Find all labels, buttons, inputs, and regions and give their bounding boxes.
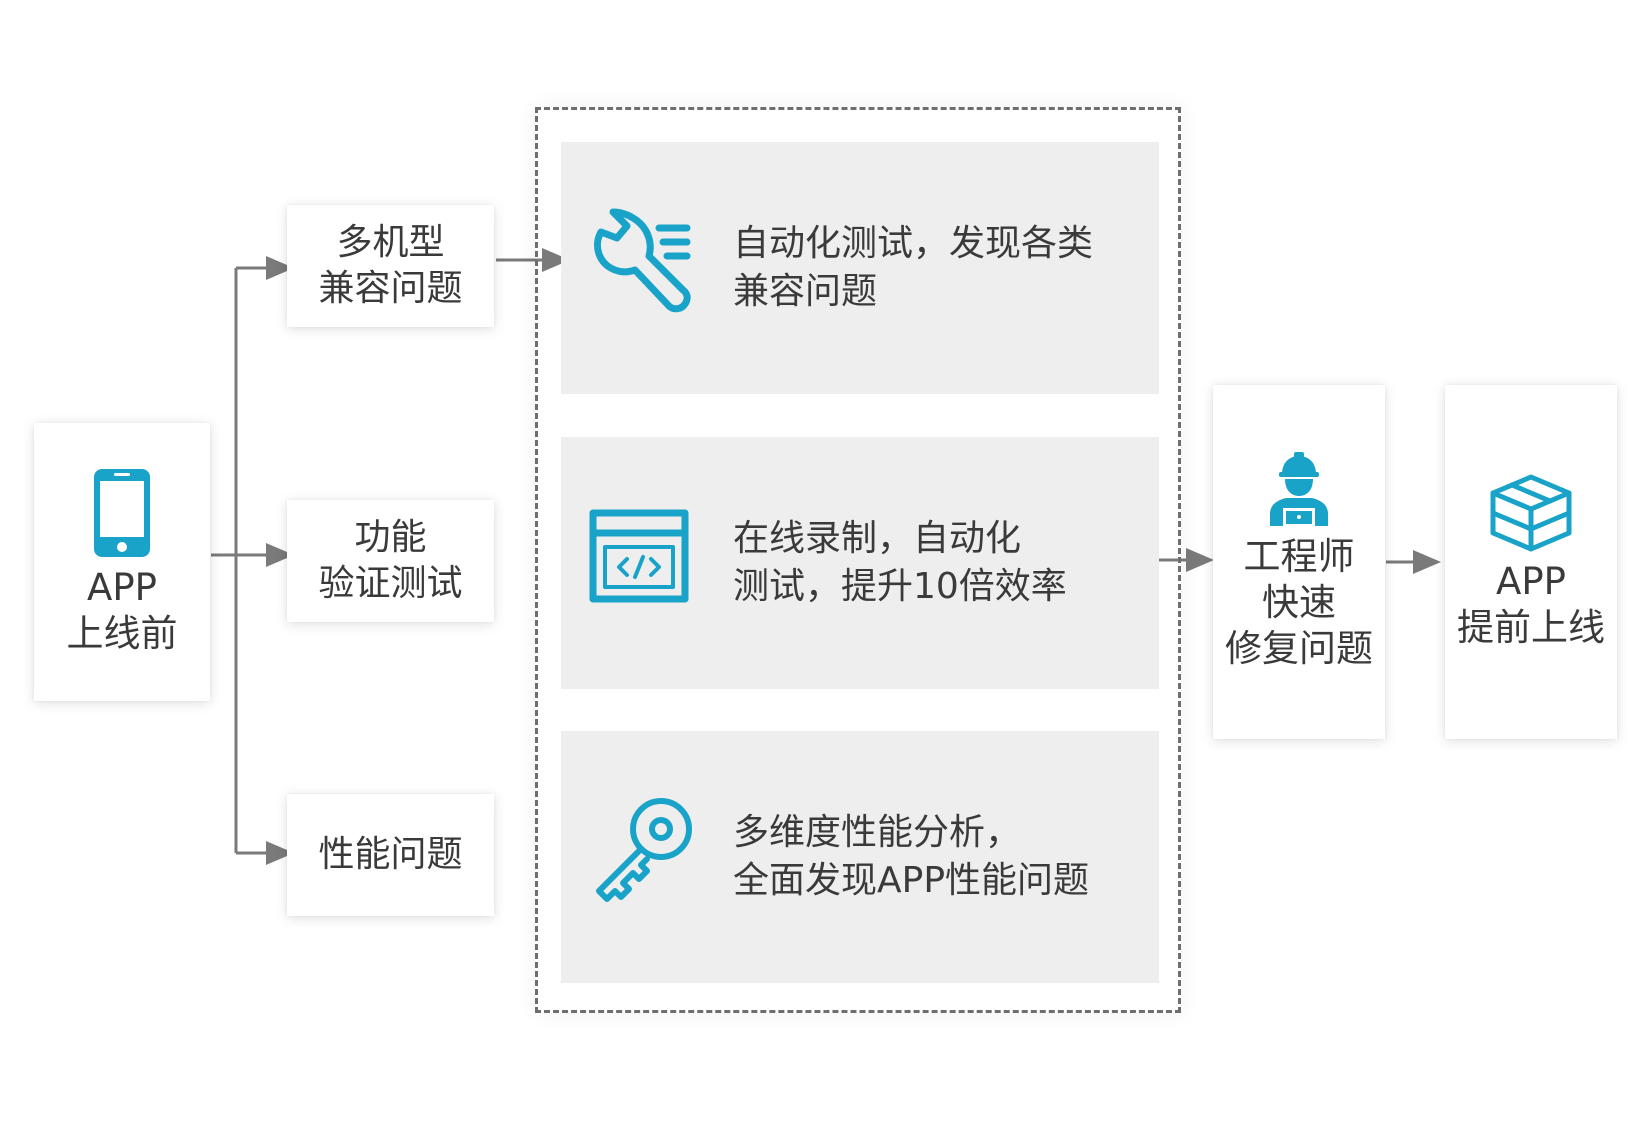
solution-panel-compat: 自动化测试，发现各类 兼容问题 (561, 142, 1159, 394)
wrench-icon (594, 208, 691, 313)
solution-compat-line1: 自动化测试，发现各类 (733, 223, 1094, 264)
issue-compat-line2: 兼容问题 (318, 268, 463, 309)
arrow-to-issue-function (236, 543, 294, 567)
launch-line1: APP (1496, 560, 1566, 603)
solution-record-line1: 在线录制，自动化 (733, 518, 1022, 559)
issue-performance-line1: 性能问题 (318, 834, 463, 875)
issue-card-compat: 多机型 兼容问题 (287, 205, 494, 327)
solution-performance-line1: 多维度性能分析， (733, 812, 1022, 853)
engineer-line2: 快速 (1262, 581, 1336, 624)
engineer-line3: 修复问题 (1225, 627, 1373, 670)
arrow-to-engineer (1159, 548, 1214, 572)
solutions-group (535, 107, 1181, 1013)
solution-record-text: 在线录制，自动化 测试，提升10倍效率 (733, 437, 1149, 689)
solution-compat-text: 自动化测试，发现各类 兼容问题 (733, 142, 1149, 394)
arrow-to-launch (1386, 550, 1441, 574)
solution-panel-record: 在线录制，自动化 测试，提升10倍效率 (561, 437, 1159, 689)
issue-card-performance: 性能问题 (287, 794, 494, 916)
issue-function-line1: 功能 (354, 517, 427, 558)
solution-compat-line2: 兼容问题 (733, 271, 878, 312)
engineer-icon (1270, 452, 1328, 526)
issue-card-function: 功能 验证测试 (287, 500, 494, 622)
start-card: APP 上线前 (34, 423, 210, 701)
solution-panel-performance: 多维度性能分析， 全面发现APP性能问题 (561, 731, 1159, 983)
start-line2: 上线前 (66, 612, 178, 655)
solution-performance-line2: 全面发现APP性能问题 (733, 860, 1090, 901)
smartphone-icon (94, 469, 150, 557)
start-line1: APP (87, 566, 157, 609)
arrow-to-issue-compat (236, 256, 294, 280)
solution-record-line2: 测试，提升10倍效率 (733, 566, 1067, 607)
code-window-icon (589, 509, 689, 603)
launch-card: APP 提前上线 (1445, 385, 1617, 739)
issue-compat-line1: 多机型 (336, 222, 445, 263)
arrow-to-issue-performance (236, 841, 294, 865)
engineer-line1: 工程师 (1243, 535, 1355, 578)
engineer-card: 工程师 快速 修复问题 (1213, 385, 1385, 739)
key-icon (596, 798, 692, 902)
launch-line2: 提前上线 (1457, 606, 1605, 649)
solution-performance-text: 多维度性能分析， 全面发现APP性能问题 (733, 731, 1149, 983)
package-icon (1490, 474, 1572, 552)
issue-function-line2: 验证测试 (318, 563, 463, 604)
